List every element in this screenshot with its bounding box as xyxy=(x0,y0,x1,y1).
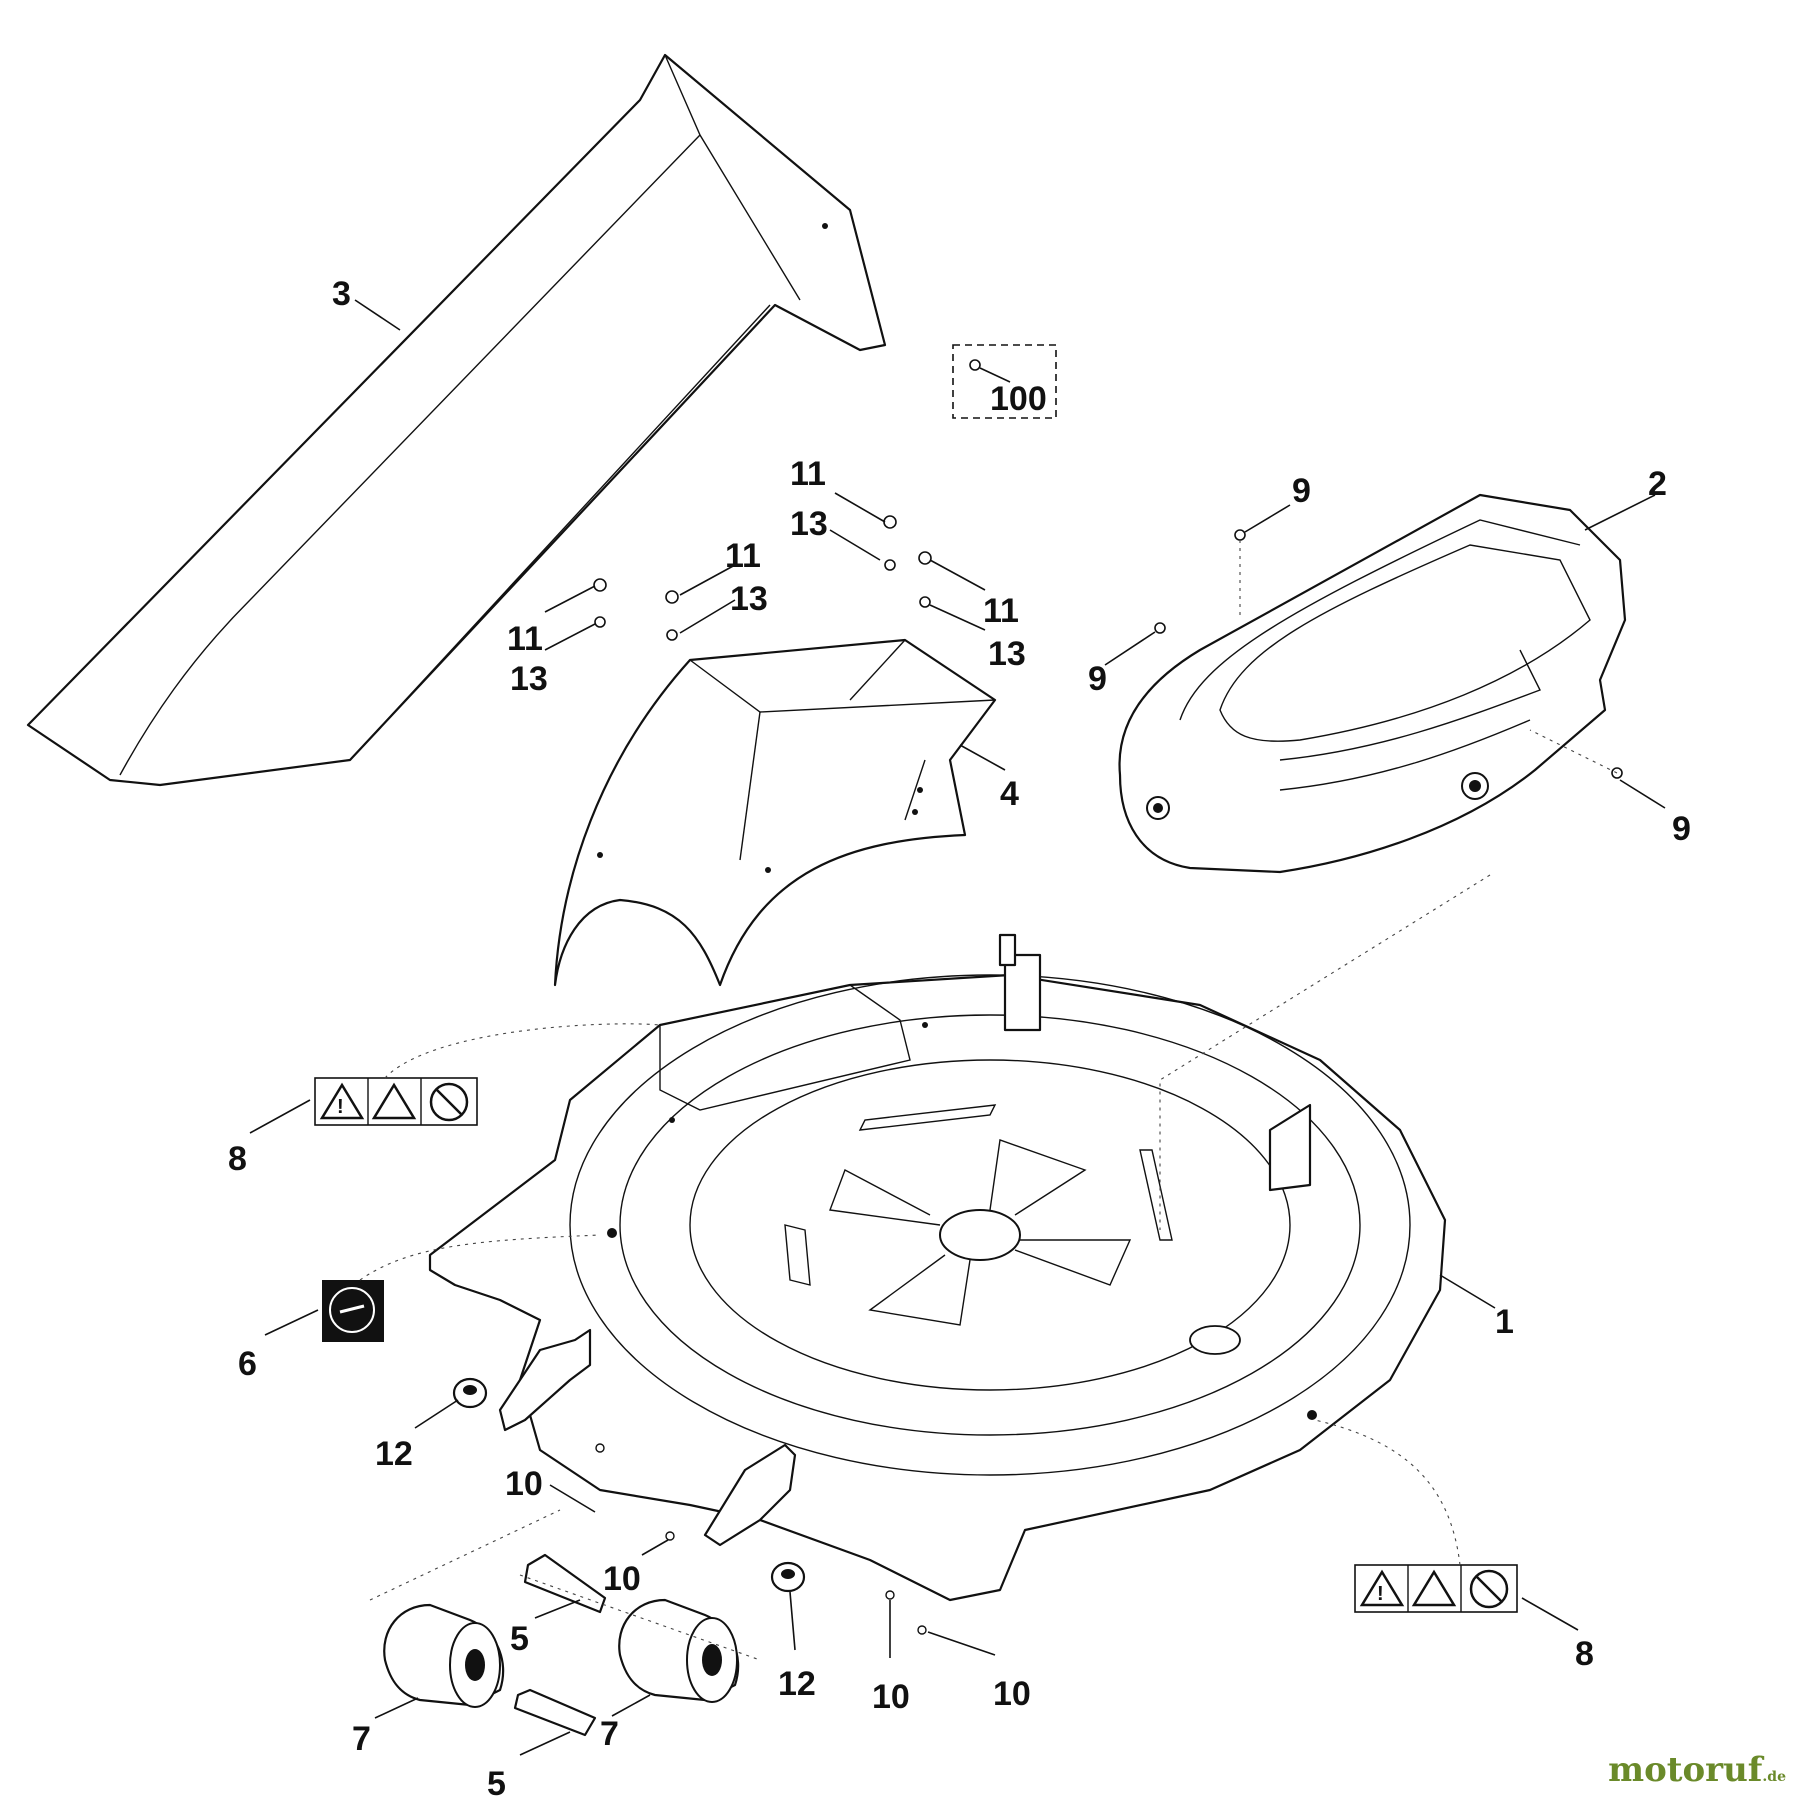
axle-5-lower xyxy=(513,1688,597,1737)
svg-text:!: ! xyxy=(337,1096,344,1118)
part-100-box xyxy=(952,344,1057,419)
callout-9-b: 9 xyxy=(1088,660,1107,698)
part-2-motor-cover xyxy=(1118,493,1627,874)
callout-10-d: 10 xyxy=(993,1675,1031,1713)
callout-2: 2 xyxy=(1648,465,1667,503)
callout-11-c: 11 xyxy=(507,620,543,658)
decal-8-bottom: ! xyxy=(1354,1564,1518,1613)
callout-7-left: 7 xyxy=(352,1720,371,1758)
callout-9-a: 9 xyxy=(1292,472,1311,510)
callout-13-d: 13 xyxy=(988,635,1026,673)
axle-5-upper xyxy=(523,1553,607,1614)
callout-5-lower: 5 xyxy=(487,1765,506,1800)
callout-13-a: 13 xyxy=(790,505,828,543)
callout-5-upper: 5 xyxy=(510,1620,529,1658)
callout-11-d: 11 xyxy=(983,592,1019,630)
callout-11-a: 11 xyxy=(790,455,826,493)
decal-6 xyxy=(322,1280,384,1342)
wheel-7-left xyxy=(383,1603,505,1708)
callout-8-top: 8 xyxy=(228,1140,247,1178)
callout-13-b: 13 xyxy=(730,580,768,618)
nut-12-left xyxy=(452,1377,488,1409)
callout-10-c: 10 xyxy=(872,1678,910,1716)
part-4-chute-adapter xyxy=(553,638,997,987)
wheel-7-right xyxy=(618,1598,740,1703)
fasteners xyxy=(593,515,1623,1635)
callout-8-bottom: 8 xyxy=(1575,1635,1594,1673)
callout-12-left: 12 xyxy=(375,1435,413,1473)
callout-11-b: 11 xyxy=(725,537,761,575)
watermark-brand: motoruf xyxy=(1608,1750,1763,1790)
watermark-suffix: .de xyxy=(1762,1769,1786,1785)
part-3-chute xyxy=(26,53,887,787)
callout-100: 100 xyxy=(990,380,1047,418)
svg-text:!: ! xyxy=(1377,1583,1384,1605)
callout-10-a: 10 xyxy=(505,1465,543,1503)
callouts: 3 100 2 4 1 6 7 7 5 5 8 8 9 9 9 10 10 10… xyxy=(228,275,1691,1800)
leader-lines xyxy=(249,299,1666,1756)
callout-13-c: 13 xyxy=(510,660,548,698)
callout-9-c: 9 xyxy=(1672,810,1691,848)
callout-1: 1 xyxy=(1495,1303,1514,1341)
nut-12-right xyxy=(770,1561,806,1593)
motoruf-watermark: motoruf.de xyxy=(1608,1750,1786,1790)
callout-10-b: 10 xyxy=(603,1560,641,1598)
decal-8-top: ! xyxy=(314,1077,478,1126)
callout-3: 3 xyxy=(332,275,351,313)
callout-12-right: 12 xyxy=(778,1665,816,1703)
assembly-lines xyxy=(359,540,1618,1661)
callout-6: 6 xyxy=(238,1345,257,1383)
part-1-deck xyxy=(428,933,1447,1602)
callout-7-right: 7 xyxy=(600,1715,619,1753)
callout-4: 4 xyxy=(1000,775,1019,813)
